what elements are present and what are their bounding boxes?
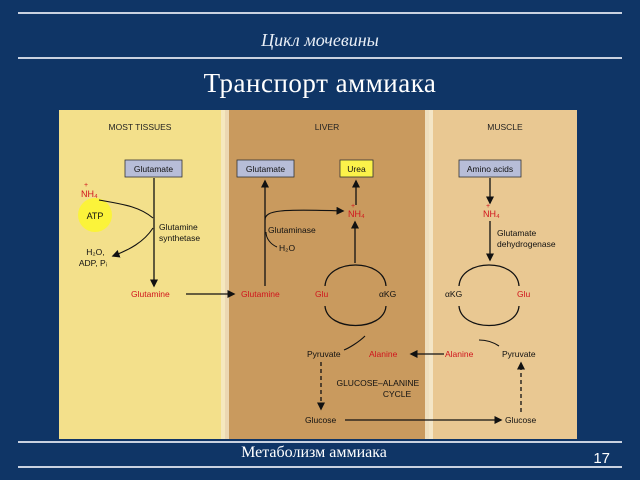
glutamate-label-tissues: Glutamate [134, 164, 173, 174]
footer-bottom-rule [18, 466, 622, 468]
atp-circle [78, 198, 112, 232]
section-label-liver: LIVER [315, 122, 340, 132]
arrow-water-in-liver [265, 231, 278, 248]
liver-cycle-lower-arc [324, 305, 387, 326]
panel-divider-2 [425, 110, 433, 439]
arrow-alanine-to-pyruvate-liver [343, 335, 366, 351]
akg-label-liver: αKG [379, 289, 396, 299]
glutaminase-label: Glutaminase [268, 225, 316, 235]
cycle-label-line1: GLUCOSE–ALANINE [336, 378, 419, 388]
page-number: 17 [593, 450, 610, 467]
panel-most-tissues [59, 110, 225, 439]
ammonia-transport-figure: MOST TISSUES LIVER MUSCLE Glutamate NH₄ … [59, 110, 577, 439]
section-label-muscle: MUSCLE [487, 122, 523, 132]
glutamine-synthetase-label: Glutamine synthetase [159, 222, 200, 243]
pyruvate-label-liver: Pyruvate [307, 349, 341, 359]
nh4-label-liver: NH₄ [348, 209, 365, 219]
glutamate-dehydrogenase-label: Glutamate dehydrogenase [497, 228, 556, 249]
h2o-adp-pi-label: H₂O, ADP, Pᵢ [79, 247, 107, 268]
alanine-label-muscle: Alanine [445, 349, 474, 359]
amino-acids-label: Amino acids [467, 164, 513, 174]
atp-label: ATP [87, 211, 104, 221]
section-label-most-tissues: MOST TISSUES [109, 122, 172, 132]
glucose-alanine-cycle-label: GLUCOSE–ALANINE CYCLE [336, 378, 421, 399]
nh4-label-muscle: NH₄ [483, 209, 500, 219]
glutamate-box-liver [236, 159, 295, 178]
urea-box [339, 159, 374, 178]
h2o-label-liver: H₂O [279, 243, 295, 253]
gdh-line1: Glutamate [497, 228, 536, 238]
pyruvate-label-muscle: Pyruvate [502, 349, 536, 359]
arrow-products-out [111, 227, 154, 258]
top-rule [18, 12, 622, 14]
amino-acids-box [458, 159, 522, 178]
glutamine-synthetase-line1: Glutamine [159, 222, 198, 232]
alanine-label-liver: Alanine [369, 349, 398, 359]
cycle-label-line2: CYCLE [383, 389, 412, 399]
title-rule [18, 57, 622, 59]
glu-label-muscle: Glu [517, 289, 531, 299]
nh4-plus-muscle: + [486, 203, 490, 210]
glu-label-liver: Glu [315, 289, 329, 299]
panel-muscle [429, 110, 577, 439]
nh4-plus-liver: + [351, 203, 355, 210]
glucose-label-muscle: Glucose [505, 415, 536, 425]
slide-subtitle: Транспорт аммиака [203, 68, 437, 98]
arrow-nh4-atp-in [98, 199, 154, 219]
glutamate-box-tissues [124, 159, 183, 178]
arrow-nh4-release-liver [264, 206, 345, 221]
liver-cycle-upper-arc [324, 264, 387, 287]
gdh-line2: dehydrogenase [497, 239, 556, 249]
nh4-plus-tissues: + [84, 182, 88, 189]
muscle-cycle-lower-arc [458, 305, 520, 326]
slide-title: Цикл мочевины [261, 30, 379, 50]
urea-label: Urea [347, 164, 366, 174]
footer-top-rule [18, 441, 622, 443]
akg-label-muscle: αKG [445, 289, 462, 299]
muscle-cycle-upper-arc [458, 264, 520, 287]
glutamate-label-liver: Glutamate [246, 164, 285, 174]
glutamine-label-tissues: Glutamine [131, 289, 170, 299]
glucose-label-liver: Glucose [305, 415, 336, 425]
h2o-label-tissues: H₂O, [86, 247, 104, 257]
panel-divider-1 [221, 110, 229, 439]
glutamine-synthetase-line2: synthetase [159, 233, 200, 243]
glutamine-label-liver: Glutamine [241, 289, 280, 299]
arrow-pyruvate-to-alanine-muscle [478, 339, 500, 347]
nh4-label-tissues: NH₄ [81, 189, 98, 199]
adp-pi-label: ADP, Pᵢ [79, 258, 107, 268]
footer-text: Метаболизм аммиака [241, 444, 387, 461]
